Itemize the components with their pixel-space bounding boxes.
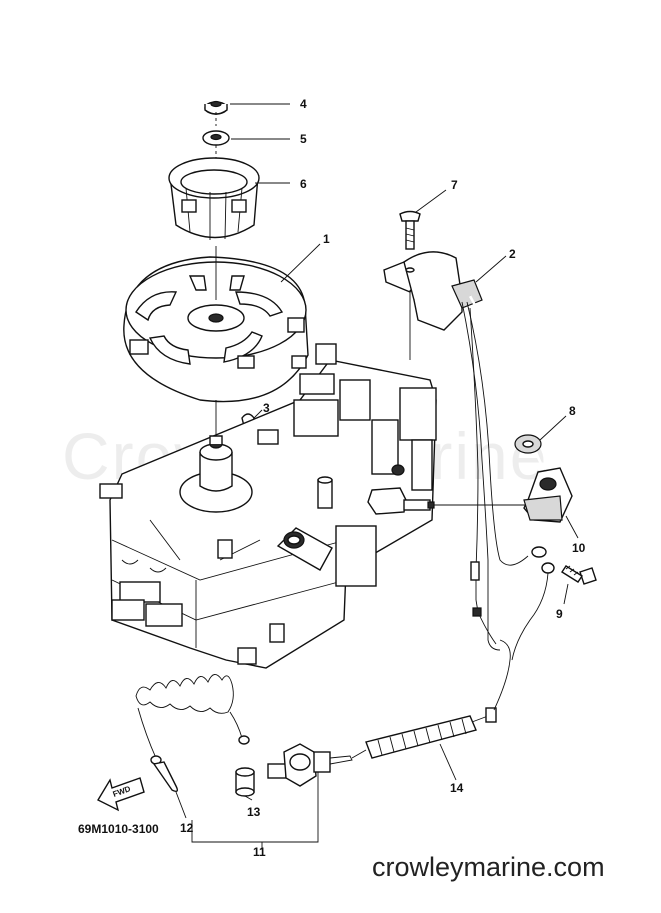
part-14-harness[interactable]: [351, 560, 511, 759]
callout-11[interactable]: 11: [253, 845, 266, 859]
part-12-lanyard[interactable]: [135, 674, 250, 793]
part-7-bolt[interactable]: [399, 210, 421, 250]
callout-5[interactable]: 5: [300, 132, 307, 146]
callout-12[interactable]: 12: [180, 821, 194, 835]
engine-block: [99, 343, 437, 669]
callout-8[interactable]: 8: [569, 404, 576, 418]
callout-4[interactable]: 4: [300, 97, 307, 111]
part-1-flywheel[interactable]: [123, 256, 309, 403]
part-4-nut[interactable]: [204, 100, 228, 115]
callout-1[interactable]: 1: [323, 232, 330, 246]
part-2-ignition-coil[interactable]: [383, 251, 483, 331]
callout-10[interactable]: 10: [572, 541, 586, 555]
part-6-starter-pulley[interactable]: [168, 157, 260, 240]
callout-14[interactable]: 14: [450, 781, 464, 795]
callout-9[interactable]: 9: [556, 607, 563, 621]
part-9-bolt[interactable]: [561, 565, 597, 585]
callout-7[interactable]: 7: [451, 178, 458, 192]
part-13-cap[interactable]: [235, 767, 255, 797]
part-8-grommet[interactable]: [514, 434, 542, 454]
part-11-stop-switch[interactable]: [267, 743, 353, 787]
fwd-arrow-icon: FWD: [97, 777, 145, 812]
site-footer[interactable]: crowleymarine.com: [372, 852, 605, 882]
drawing-number: 69M1010-3100: [78, 822, 159, 836]
callout-3[interactable]: 3: [263, 401, 270, 415]
callout-13[interactable]: 13: [247, 805, 261, 819]
part-10-plug-cap[interactable]: [523, 467, 573, 523]
part-5-washer[interactable]: [202, 130, 230, 146]
callout-6[interactable]: 6: [300, 177, 307, 191]
callout-2[interactable]: 2: [509, 247, 516, 261]
